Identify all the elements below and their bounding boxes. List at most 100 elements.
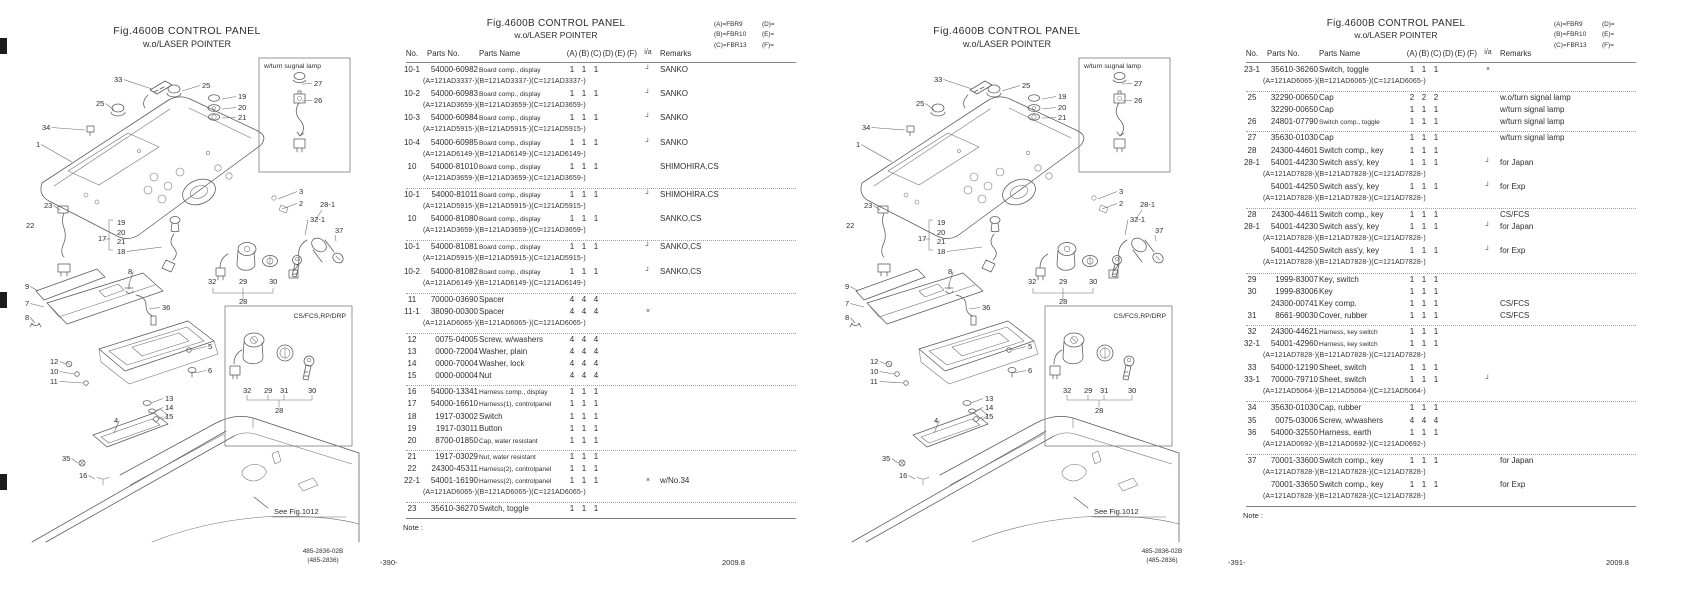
cell-parts-no: 0000-70004 bbox=[435, 359, 478, 369]
callout-leader-line bbox=[933, 420, 940, 434]
cell-qty: 1 bbox=[581, 65, 587, 74]
cell-qty: 1 bbox=[593, 411, 599, 421]
cell-no: 31 bbox=[1247, 310, 1257, 320]
callout-label: 36 bbox=[162, 303, 170, 312]
cell-remarks: CS/FCS bbox=[1500, 210, 1530, 220]
cell-remarks: w/turn signal lamp bbox=[1500, 117, 1565, 127]
cell-remarks: for Exp bbox=[1500, 246, 1526, 256]
cell-parts-name: Switch, toggle bbox=[1319, 65, 1369, 74]
cell-qty: 1 bbox=[1409, 222, 1415, 232]
cell-qty: 1 bbox=[569, 113, 575, 123]
cell-no: 32 bbox=[1247, 326, 1257, 336]
cell-qty: 4 bbox=[1433, 415, 1439, 425]
cell-parts-name: Cap, water resistant bbox=[479, 437, 538, 445]
diagram-subtitle: w.o/LASER POINTER bbox=[962, 39, 1052, 49]
cell-parts-no: 54000-81010 bbox=[430, 161, 478, 171]
cell-remarks: for Exp bbox=[1500, 480, 1526, 489]
callout-label: 21 bbox=[117, 237, 125, 246]
col-header-qty: (D) bbox=[602, 49, 614, 58]
callout-label: 20 bbox=[937, 228, 945, 237]
callout-label: 10 bbox=[50, 367, 58, 376]
cell-remarks: CS/FCS bbox=[1500, 298, 1530, 308]
legend-line: (A)=FBR9(D)= bbox=[1554, 20, 1615, 30]
cell-qty: 1 bbox=[1433, 117, 1439, 127]
callout-label: 26 bbox=[1134, 96, 1142, 105]
cell-qty: 1 bbox=[1409, 145, 1415, 155]
cell-qty: 1 bbox=[1421, 210, 1427, 220]
cell-qty: 4 bbox=[581, 371, 587, 381]
cell-qty: 1 bbox=[1409, 427, 1415, 437]
cell-serial-range: (A=121AD5915-)(B=121AD5915-)(C=121AD5915… bbox=[423, 255, 586, 263]
inset-turn-signal-label: w/turn sugnal lamp bbox=[1083, 63, 1141, 70]
cell-qty: 1 bbox=[581, 411, 587, 421]
cell-qty: 1 bbox=[581, 463, 587, 473]
cell-no: 10-3 bbox=[403, 113, 420, 123]
cell-parts-no: 54000-60982 bbox=[430, 65, 478, 74]
cell-parts-name: Switch ass'y, key bbox=[1319, 222, 1380, 232]
cell-qty: 1 bbox=[1421, 338, 1427, 348]
callout-label: 1 bbox=[36, 140, 40, 149]
cell-parts-name: Harness(2), controlpanel bbox=[479, 478, 552, 485]
cell-qty: 1 bbox=[593, 387, 599, 397]
callout-leader-line bbox=[879, 381, 904, 384]
cell-qty: 1 bbox=[581, 89, 587, 99]
cell-qty: 2 bbox=[1421, 93, 1427, 103]
callout-leader-line bbox=[30, 286, 39, 292]
cell-qty: 1 bbox=[1433, 455, 1439, 465]
callout-label: 34 bbox=[862, 123, 870, 132]
cell-ia-mark: ┘ bbox=[645, 138, 651, 146]
cell-parts-no: 35630-01030 bbox=[1270, 403, 1318, 413]
cell-ia-mark: ┘ bbox=[645, 243, 651, 251]
cell-parts-no: 35610-36270 bbox=[430, 504, 478, 514]
cell-parts-name: Switch comp., toggle bbox=[1319, 119, 1380, 127]
callout-label: 23 bbox=[864, 201, 872, 210]
callout-leader-line bbox=[59, 371, 75, 375]
cell-parts-name: Board comp., display bbox=[479, 139, 541, 147]
cell-serial-range: (A=121AD7828-)(B=121AD7828-)(C=121AD7828… bbox=[1263, 170, 1426, 178]
cell-parts-name: Switch ass'y, key bbox=[1319, 181, 1380, 191]
col-header-remarks: Remarks bbox=[660, 49, 692, 58]
cell-parts-no: 38090-00300 bbox=[430, 306, 478, 316]
cell-qty: 1 bbox=[593, 435, 599, 445]
cell-parts-no: 32290-00650 bbox=[1270, 105, 1318, 115]
cell-qty: 1 bbox=[1433, 210, 1439, 220]
cell-qty: 1 bbox=[581, 435, 587, 445]
cell-parts-no: 54001-44250 bbox=[1270, 181, 1318, 191]
cell-parts-name: Button bbox=[479, 423, 503, 433]
see-fig-label: See Fig.1012 bbox=[1094, 507, 1139, 516]
cell-parts-name: Sheet, switch bbox=[1319, 363, 1367, 373]
cell-parts-name: Spacer bbox=[479, 306, 505, 316]
callout-leader-line bbox=[908, 475, 916, 480]
callout-label: 25 bbox=[916, 99, 924, 108]
cell-ia-mark: ┘ bbox=[645, 190, 651, 198]
cell-parts-no: 8661-90030 bbox=[1275, 310, 1318, 320]
callout-leader-line bbox=[1001, 85, 1021, 92]
cell-remarks: w/No.34 bbox=[660, 476, 690, 485]
callout-leader-line bbox=[1041, 117, 1057, 119]
callout-leader-line bbox=[221, 96, 237, 100]
callout-label: 9 bbox=[845, 282, 849, 291]
table-subrow: (A=121AD3659-)(B=121AD3659-)(C=121AD3659… bbox=[406, 173, 796, 185]
cell-qty: 1 bbox=[569, 451, 575, 461]
col-header-ia: i/a bbox=[1484, 49, 1492, 56]
cell-qty: 1 bbox=[1421, 427, 1427, 437]
cell-no: 23-1 bbox=[1243, 65, 1260, 74]
cell-qty: 1 bbox=[593, 451, 599, 461]
cell-parts-name: Harness comp., display bbox=[479, 389, 548, 397]
page-number: -390- bbox=[380, 558, 398, 567]
cell-qty: 1 bbox=[569, 266, 575, 276]
cell-qty: 1 bbox=[1421, 105, 1427, 115]
page-number: -391- bbox=[1228, 558, 1246, 567]
inset-cs-fcs: CS/FCS,RP/DRP bbox=[224, 305, 353, 447]
parts-table: Fig.4600B CONTROL PANEL w.o/LASER POINTE… bbox=[403, 18, 806, 563]
callout-label: 37 bbox=[335, 226, 343, 235]
cell-qty: 1 bbox=[1421, 145, 1427, 155]
legend-model: (B)=FBR10 bbox=[714, 31, 747, 39]
cell-qty: 4 bbox=[569, 334, 575, 344]
legend-model: (F)= bbox=[762, 41, 774, 49]
model-legend: (A)=FBR9(D)=(B)=FBR10(E)=(C)=FBR13(F)= bbox=[1554, 20, 1615, 51]
callout-label: 22 bbox=[26, 221, 34, 230]
